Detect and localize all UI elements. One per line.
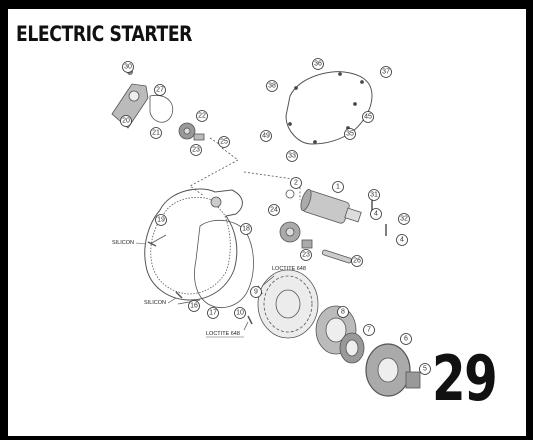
callout-9: 9 (254, 289, 258, 296)
callout-22: 22 (198, 113, 206, 120)
section-title: ELECTRIC STARTER (16, 22, 193, 46)
starter-motor-part (300, 189, 362, 224)
page-border-left (0, 0, 8, 440)
callout-35: 35 (346, 131, 354, 138)
callout-23b: 23 (302, 252, 310, 259)
page-border-bottom (0, 436, 533, 440)
callout-36: 36 (314, 61, 322, 68)
silicon-label-bottom: SILICON (144, 300, 166, 306)
callout-45: 45 (364, 114, 372, 121)
needle-bearing-part (405, 371, 421, 389)
callout-16: 16 (190, 303, 198, 310)
callout-4: 4 (374, 211, 378, 218)
callout-37: 37 (382, 69, 390, 76)
callout-27: 27 (156, 87, 164, 94)
callout-6: 6 (404, 336, 408, 343)
callout-7: 7 (367, 327, 371, 334)
callout-30: 30 (124, 64, 132, 71)
callout-38: 38 (268, 83, 276, 90)
callout-24: 24 (270, 207, 278, 214)
page-border-right (526, 0, 533, 440)
page-number: 29 (432, 342, 498, 415)
callout-25: 25 (220, 139, 228, 146)
callout-10: 10 (236, 310, 244, 317)
callout-32: 32 (400, 216, 408, 223)
callout-5: 5 (423, 366, 427, 373)
silicon-label-top: SILICON (112, 240, 134, 246)
callout-21: 21 (152, 130, 160, 137)
callout-4b: 4 (400, 237, 404, 244)
callout-18: 18 (242, 226, 250, 233)
callout-26: 26 (353, 258, 361, 265)
callout-2: 2 (294, 180, 298, 187)
callout-33: 33 (288, 153, 296, 160)
loctite-label-b: LOCTITE 648 (206, 331, 240, 337)
callout-19: 19 (157, 217, 165, 224)
callout-31: 31 (370, 192, 378, 199)
callout-1: 1 (336, 184, 340, 191)
ignition-cover-part (144, 188, 243, 301)
page-border-top (0, 0, 533, 9)
callout-8: 8 (341, 309, 345, 316)
cover-gasket-part (149, 94, 174, 123)
callout-23: 23 (192, 147, 200, 154)
clutch-cover-gasket-part (285, 71, 373, 145)
callout-49: 49 (262, 133, 270, 140)
callout-17: 17 (209, 310, 217, 317)
o-ring-2-part (285, 189, 295, 199)
loctite-label-a: LOCTITE 648 (272, 266, 306, 272)
ignition-cover-gasket-part (194, 219, 254, 308)
flywheel-rotor-part (257, 269, 319, 339)
callout-20: 20 (122, 118, 130, 125)
